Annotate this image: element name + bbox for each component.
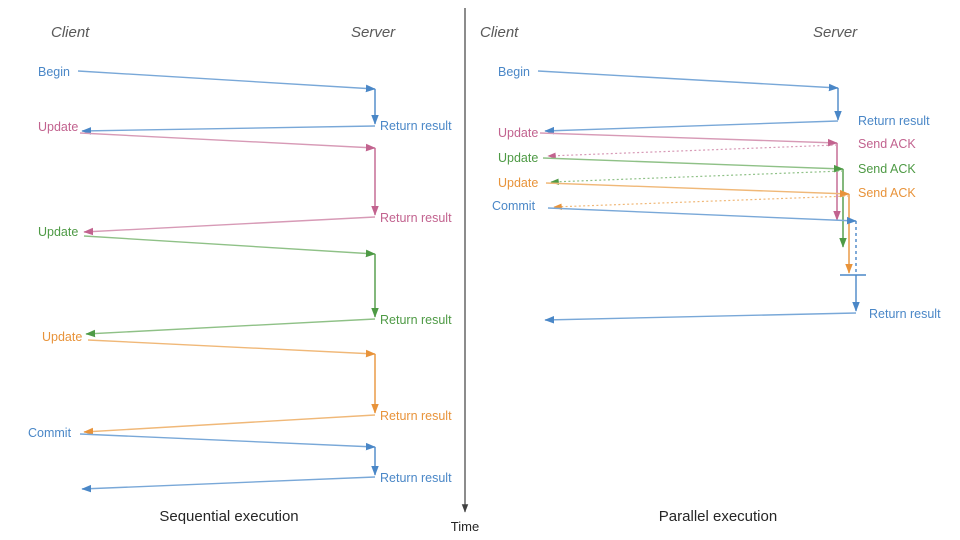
server-message-label-sequential-2: Return result — [380, 313, 452, 327]
response-arrow-begin — [81, 125, 376, 135]
client-message-label-parallel-2: Update — [498, 151, 538, 165]
request-arrow-update-2 — [542, 157, 844, 173]
response-arrow-begin — [544, 120, 839, 135]
request-arrow-update-3 — [87, 339, 376, 358]
request-arrow-begin — [77, 70, 376, 93]
flow-sequential-update-3 — [83, 339, 379, 436]
request-arrow-update-2 — [83, 235, 376, 258]
panel-parallel — [537, 70, 866, 324]
flow-sequential-update-2 — [83, 235, 379, 338]
server-message-label-sequential-3: Return result — [380, 409, 452, 423]
server-message-label-parallel-2: Send ACK — [858, 162, 916, 176]
flow-parallel-update-1 — [539, 132, 841, 221]
request-arrow-update-1 — [79, 132, 376, 152]
panel-sequential — [77, 70, 379, 493]
flow-sequential-update-1 — [79, 132, 379, 236]
request-arrow-commit — [79, 433, 376, 451]
client-message-label-parallel-3: Update — [498, 176, 538, 190]
ack-arrow-update-1 — [547, 144, 838, 159]
flow-parallel-update-2 — [542, 157, 847, 248]
ack-arrow-update-3 — [553, 195, 850, 210]
server-message-label-sequential-4: Return result — [380, 471, 452, 485]
flow-parallel-commit — [544, 207, 866, 324]
ack-arrow-update-2 — [550, 170, 844, 185]
server-message-label-parallel-4: Return result — [869, 307, 941, 321]
client-message-label-sequential-0: Begin — [38, 65, 70, 79]
time-axis-label: Time — [451, 519, 479, 534]
client-message-label-parallel-4: Commit — [492, 199, 536, 213]
request-arrow-commit — [547, 207, 857, 225]
panel-caption-sequential: Sequential execution — [159, 508, 298, 525]
response-arrow-update-2 — [85, 318, 376, 338]
message-flow-layer — [77, 70, 866, 493]
client-message-label-sequential-2: Update — [38, 225, 78, 239]
response-arrow-update-1 — [83, 216, 376, 236]
time-axis-layer: Time — [451, 8, 479, 534]
flow-sequential-begin — [77, 70, 379, 135]
server-message-label-parallel-3: Send ACK — [858, 186, 916, 200]
client-header-parallel: Client — [480, 24, 519, 41]
flow-parallel-begin — [537, 70, 842, 135]
flow-sequential-commit — [79, 433, 379, 493]
response-arrow-commit — [544, 312, 857, 324]
server-message-label-parallel-1: Send ACK — [858, 137, 916, 151]
response-arrow-update-3 — [83, 414, 376, 436]
client-message-label-sequential-4: Commit — [28, 426, 72, 440]
client-message-label-sequential-3: Update — [42, 330, 82, 344]
response-arrow-commit — [81, 476, 376, 493]
server-message-label-sequential-1: Return result — [380, 211, 452, 225]
request-arrow-update-3 — [545, 182, 850, 198]
client-message-label-sequential-1: Update — [38, 120, 78, 134]
request-arrow-update-1 — [539, 132, 838, 147]
server-message-label-parallel-0: Return result — [858, 114, 930, 128]
server-header-parallel: Server — [813, 24, 858, 41]
server-header-sequential: Server — [351, 24, 396, 41]
client-header-sequential: Client — [51, 24, 90, 41]
client-message-label-parallel-1: Update — [498, 126, 538, 140]
server-message-label-sequential-0: Return result — [380, 119, 452, 133]
flow-parallel-update-3 — [545, 182, 853, 274]
panel-caption-parallel: Parallel execution — [659, 508, 777, 525]
request-arrow-begin — [537, 70, 839, 92]
client-message-label-parallel-0: Begin — [498, 65, 530, 79]
